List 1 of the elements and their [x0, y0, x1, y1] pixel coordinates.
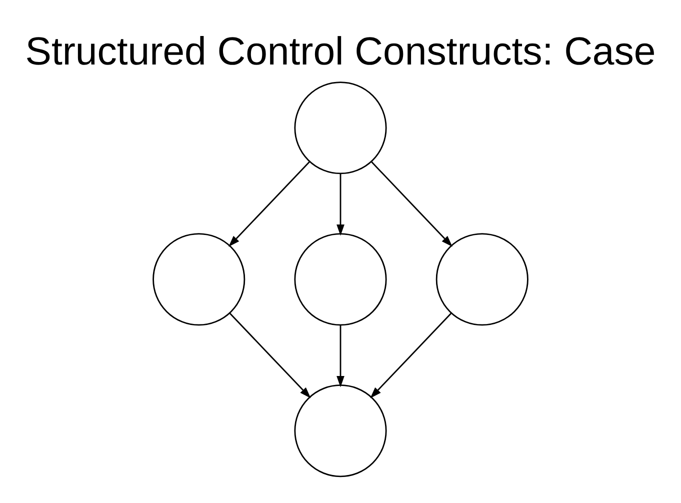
diagram-title: Structured Control Constructs: Case: [25, 29, 656, 74]
